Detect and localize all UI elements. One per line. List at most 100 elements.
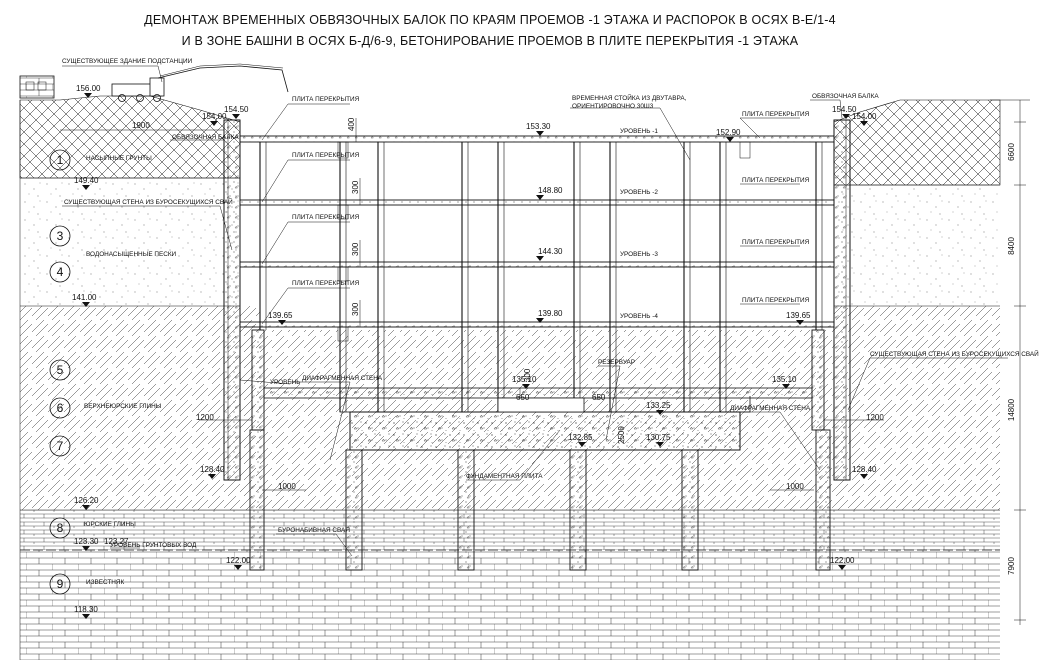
elev-149-40: 149.40 (74, 176, 99, 185)
vertical-dims-text: 6600 8400 14800 7900 (1007, 143, 1016, 575)
dim-300-b: 300 (351, 242, 360, 256)
elevation-triangle (536, 318, 544, 323)
label-slab-r1: ПЛИТА ПЕРЕКРЫТИЯ (742, 111, 810, 118)
label-slab-2: ПЛИТА ПЕРЕКРЫТИЯ (292, 152, 360, 159)
elevation-triangle (796, 320, 804, 325)
temporary-column (377, 142, 385, 412)
dim-1000-right: 1000 (786, 482, 804, 491)
elev-118-30: 118.30 (74, 605, 98, 614)
layer-markers: 1 3 4 5 6 7 8 9 (49, 149, 71, 595)
bored-pile (815, 429, 831, 571)
label-slab-1: ПЛИТА ПЕРЕКРЫТИЯ (292, 96, 360, 103)
dim-1200-right: 1200 (866, 413, 884, 422)
label-slab-r2: ПЛИТА ПЕРЕКРЫТИЯ (742, 177, 810, 184)
elevation-triangle (82, 546, 90, 551)
layer-7-number: 7 (57, 439, 64, 453)
elevation-triangle (842, 114, 850, 119)
elev-123-27: 123.27 (104, 537, 129, 546)
elev-122-00-left: 122.00 (226, 556, 251, 565)
retaining-walls (223, 119, 851, 481)
dim-6600: 6600 (1007, 143, 1016, 161)
bored-pile (457, 449, 475, 571)
elevation-triangle (82, 302, 90, 307)
dim-7900: 7900 (1007, 557, 1016, 575)
dim-650-right: 650 (592, 393, 606, 402)
dimension-ticks (60, 118, 884, 491)
dim-2500: 2500 (617, 426, 626, 444)
vertical-dimension-line (990, 99, 1030, 625)
dim-300-c: 300 (351, 302, 360, 316)
label-jurassic-clays: ЮРСКИЕ ГЛИНЫ (84, 521, 136, 528)
substation-building (19, 75, 55, 99)
elev-154-50-right: 154.50 (832, 105, 857, 114)
label-upper-jurassic: ВЕРХНЕЮРСКИЕ ГЛИНЫ (84, 403, 162, 410)
temporary-column (815, 142, 823, 330)
elevation-triangle (210, 121, 218, 126)
bored-pile (345, 449, 363, 571)
elevation-triangle (82, 614, 90, 619)
label-existing-wall-left: СУЩЕСТВУЮЩАЯ СТЕНА ИЗ БУРОСЕКУЩИХСЯ СВАЙ (64, 197, 233, 206)
elevation-triangle (82, 505, 90, 510)
temporary-column (609, 142, 617, 412)
dimension-texts: 1900 400 300 300 300 300 650 650 2500 12… (132, 117, 884, 491)
label-reservoir: РЕЗЕРВУАР (598, 359, 635, 366)
dim-400: 400 (347, 117, 356, 131)
elev-156: 156.00 (76, 84, 101, 93)
label-tie-beam-right: ОБВЯЗОЧНАЯ БАЛКА (812, 93, 879, 100)
layer-5-number: 5 (57, 363, 64, 377)
elev-139-80: 139.80 (538, 309, 563, 318)
concrete-pump-truck (111, 63, 289, 102)
elev-133-25: 133.25 (646, 401, 671, 410)
dim-1900: 1900 (132, 121, 150, 130)
level-4: УРОВЕНЬ -4 (620, 313, 658, 320)
dim-300-a: 300 (351, 180, 360, 194)
elevation-triangle (82, 185, 90, 190)
elevation-triangle (578, 442, 586, 447)
elevation-triangle (278, 320, 286, 325)
elev-139-65-left: 139.65 (268, 311, 293, 320)
label-diaphragm-right: ДИАФРАГМЕННАЯ СТЕНА (730, 405, 811, 412)
bored-pile (569, 449, 587, 571)
text-labels: СУЩЕСТВУЮЩЕЕ ЗДАНИЕ ПОДСТАНЦИИ ПЛИТА ПЕР… (62, 58, 1039, 586)
elev-144-30: 144.30 (538, 247, 563, 256)
label-water-sands: ВОДОНАСЫЩЕННЫЕ ПЕСКИ (86, 251, 177, 258)
elev-154-00-left: 154.00 (202, 112, 227, 121)
label-temp-post-2: ОРИЕНТИРОВОЧНО 30Ш3 (572, 103, 654, 110)
label-fund-slab: ФУНДАМЕНТНАЯ ПЛИТА (466, 473, 543, 480)
elev-135-10-left: 135.10 (512, 375, 537, 384)
label-slab-4: ПЛИТА ПЕРЕКРЫТИЯ (292, 280, 360, 287)
temporary-column (683, 142, 691, 412)
label-slab-3: ПЛИТА ПЕРЕКРЫТИЯ (292, 214, 360, 221)
elev-126-20: 126.20 (74, 496, 99, 505)
label-level-left: УРОВЕНЬ (270, 379, 301, 386)
layer-9-number: 9 (57, 577, 64, 591)
label-bored-pile: БУРОНАБИВНАЯ СВАЯ (278, 527, 350, 534)
foundation-slab (339, 396, 751, 451)
elev-130-75: 130.75 (646, 433, 671, 442)
elev-153-30: 153.30 (526, 122, 551, 131)
elevation-triangle (522, 384, 530, 389)
title-line-1: ДЕМОНТАЖ ВРЕМЕННЫХ ОБВЯЗОЧНЫХ БАЛОК ПО К… (144, 13, 836, 27)
soil-layers (19, 95, 1001, 660)
elev-154-50-left: 154.50 (224, 105, 249, 114)
elevation-triangle (536, 131, 544, 136)
elev-128-40-right: 128.40 (852, 465, 877, 474)
layer-4-number: 4 (57, 265, 64, 279)
elev-148-80: 148.80 (538, 186, 563, 195)
elevation-triangle (860, 474, 868, 479)
label-fill-soils: НАСЫПНЫЕ ГРУНТЫ (86, 155, 152, 162)
bored-pile (249, 429, 265, 571)
elevation-triangle (536, 256, 544, 261)
elevation-triangle (838, 565, 846, 570)
elev-139-65-right: 139.65 (786, 311, 811, 320)
dim-1200-left: 1200 (196, 413, 214, 422)
temporary-column (461, 142, 469, 412)
layer-3-number: 3 (57, 229, 64, 243)
layer-8-number: 8 (57, 521, 64, 535)
elevation-triangle (782, 384, 790, 389)
label-groundwater: УРОВЕНЬ ГРУНТОВЫХ ВОД (110, 542, 197, 549)
level-2: УРОВЕНЬ -2 (620, 189, 658, 196)
elev-123-30: 123.30 (74, 537, 99, 546)
dim-650-left: 650 (516, 393, 530, 402)
temporary-column (497, 142, 505, 412)
